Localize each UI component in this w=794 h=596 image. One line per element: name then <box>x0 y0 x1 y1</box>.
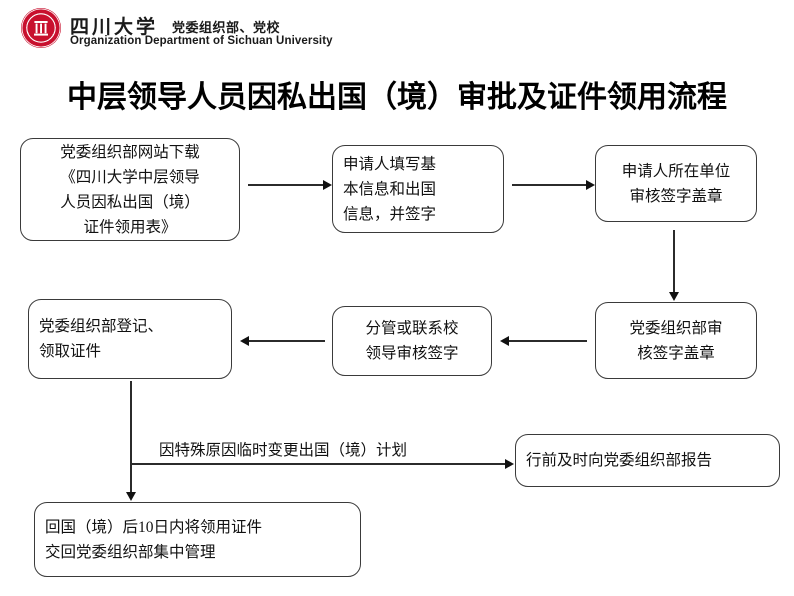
flow-node-return-certificate: 回国（境）后10日内将领用证件 交回党委组织部集中管理 <box>34 502 361 577</box>
flow-node-school-leader-review: 分管或联系校 领导审核签字 <box>332 306 492 376</box>
flow-node-label: 党委组织部网站下载 《四川大学中层领导 人员因私出国（境） 证件领用表》 <box>60 143 200 236</box>
arrow-right-icon <box>505 459 514 469</box>
flow-node-party-committee-review-seal: 党委组织部审 核签字盖章 <box>595 302 757 379</box>
flow-node-label: 分管或联系校 领导审核签字 <box>365 320 459 362</box>
flow-node-label: 回国（境）后10日内将领用证件 交回党委组织部集中管理 <box>45 518 263 561</box>
brand-chinese-name: 四川大学 <box>70 17 159 38</box>
brand-english-name: Organization Department of Sichuan Unive… <box>70 35 333 47</box>
arrow-down-icon <box>126 492 136 501</box>
edge-line <box>673 230 675 293</box>
flow-node-applicant-fill-form: 申请人填写基 本信息和出国 信息，并签字 <box>332 145 504 233</box>
flow-node-label: 党委组织部登记、 领取证件 <box>39 318 164 360</box>
arrow-right-icon <box>586 180 595 190</box>
flow-node-report-before-departure: 行前及时向党委组织部报告 <box>515 434 780 487</box>
flow-node-label: 党委组织部审 核签字盖章 <box>629 319 723 362</box>
edge-line <box>512 184 587 186</box>
sichuan-university-seal-logo <box>20 7 62 49</box>
flow-node-label: 申请人填写基 本信息和出国 信息，并签字 <box>343 155 437 223</box>
page-title: 中层领导人员因私出国（境）审批及证件领用流程 <box>67 81 727 114</box>
arrow-left-icon <box>500 336 509 346</box>
flow-node-unit-review-seal: 申请人所在单位 审核签字盖章 <box>595 145 757 222</box>
edge-line <box>248 184 324 186</box>
flow-node-label: 申请人所在单位 审核签字盖章 <box>621 162 731 205</box>
flow-node-label: 行前及时向党委组织部报告 <box>526 452 713 469</box>
flow-node-download-form: 党委组织部网站下载 《四川大学中层领导 人员因私出国（境） 证件领用表》 <box>20 138 240 241</box>
edge-line <box>130 381 132 493</box>
arrow-left-icon <box>240 336 249 346</box>
arrow-right-icon <box>323 180 332 190</box>
edge-line <box>249 340 325 342</box>
edge-line <box>132 463 506 465</box>
edge-line <box>509 340 587 342</box>
flow-node-register-collect-certificate: 党委组织部登记、 领取证件 <box>28 299 232 379</box>
brand-department-name: 党委组织部、党校 <box>172 20 281 35</box>
page-header: 四川大学 党委组织部、党校 Organization Department of… <box>0 0 794 58</box>
arrow-down-icon <box>669 292 679 301</box>
flow-edge-label-change-plan: 因特殊原因临时变更出国（境）计划 <box>159 442 408 459</box>
